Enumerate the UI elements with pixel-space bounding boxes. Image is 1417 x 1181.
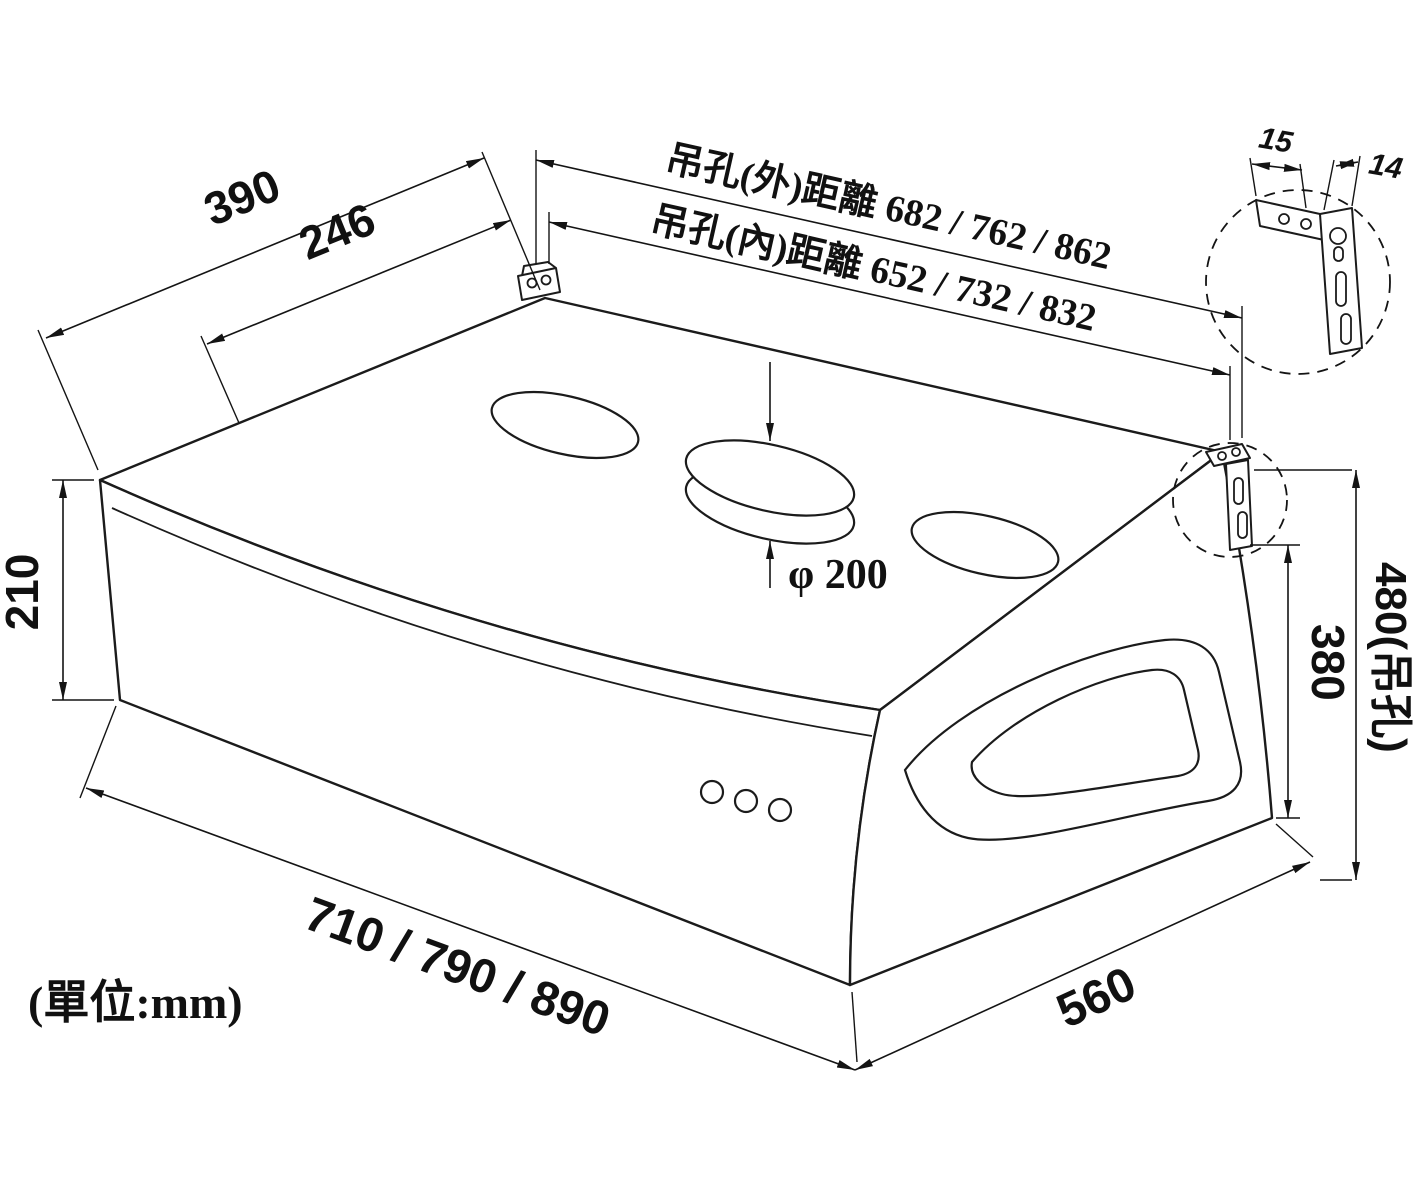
- button-1: [699, 779, 725, 805]
- vent-hole-right: [910, 510, 1060, 580]
- mounting-bracket-left: [517, 261, 561, 301]
- dim-label-height-right: 380: [1302, 624, 1354, 701]
- dim-label-height-left: 210: [0, 554, 48, 631]
- dim-label-detail-b: 14: [1366, 147, 1405, 185]
- handle-inner-edge: [970, 668, 1200, 798]
- dim-label-duct: φ 200: [788, 552, 888, 598]
- dim-label-depth-bottom: 560: [1049, 957, 1144, 1039]
- button-2: [733, 788, 759, 814]
- unit-note: (單位:mm): [28, 977, 243, 1028]
- detail-keyhole: [1329, 227, 1347, 245]
- range-hood-body: [98, 261, 1288, 987]
- dim-label-detail-a: 15: [1256, 121, 1296, 160]
- dim-label-width: 710 / 790 / 890: [298, 888, 617, 1048]
- mounting-bracket-right: [1172, 442, 1288, 558]
- dim-height-left: 210: [0, 479, 114, 701]
- dim-detail-flange: 15: [1249, 121, 1307, 209]
- dim-label-depth-top: 390: [197, 159, 288, 236]
- detail-view-circle: [1205, 189, 1391, 375]
- dim-height-right: 380: [1250, 544, 1354, 819]
- vent-hole-left: [490, 390, 640, 460]
- dim-label-hole-offset: 246: [292, 193, 383, 270]
- detail-bracket-flange: [1255, 199, 1325, 241]
- detail-callout-circle: [1172, 442, 1288, 558]
- button-3: [767, 797, 793, 823]
- dim-hanging-hole-height: 480(吊孔): [1254, 469, 1415, 881]
- front-edge-crease: [111, 507, 873, 737]
- bracket-detail-view: 15 14: [1205, 121, 1405, 375]
- vent-holes: [490, 390, 1060, 580]
- handle-outer-edge: [903, 638, 1243, 841]
- dim-label-hanging-height: 480(吊孔): [1366, 562, 1415, 753]
- handle-cutout: [903, 638, 1243, 841]
- dim-detail-plate: 14: [1323, 147, 1405, 211]
- dim-duct-diameter: φ 200: [766, 362, 888, 598]
- duct-collar-upper: [684, 439, 856, 517]
